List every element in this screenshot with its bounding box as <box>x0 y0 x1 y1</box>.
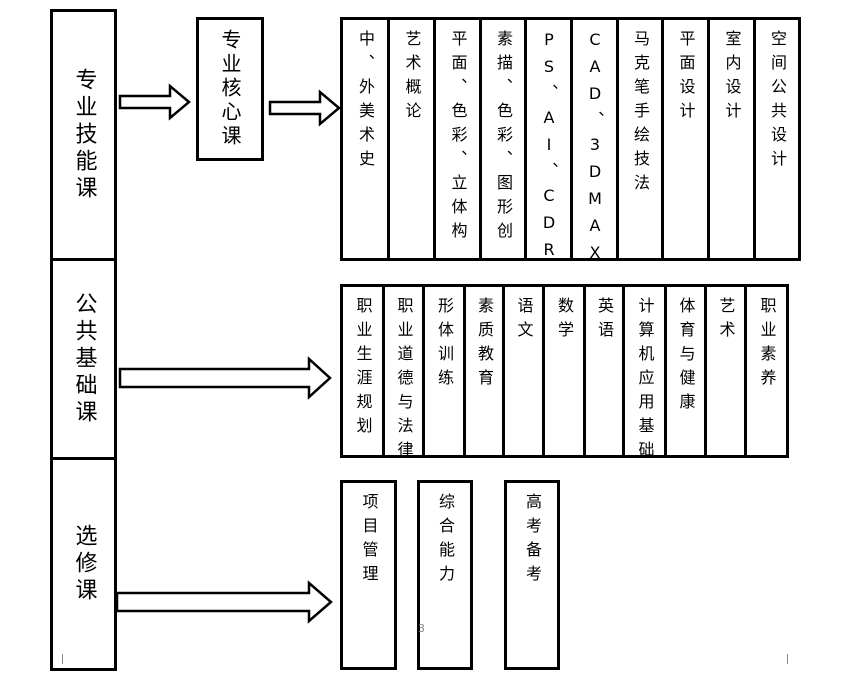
course-cell: 平面设计 <box>661 17 710 261</box>
core-courses-row: 中、外美术史 艺术概论 平面、色彩、立体构 素描、色彩、图形创 PS、AI、CDR软件 C… <box>340 17 801 261</box>
course-label: PS、AI、CDR软件 <box>539 30 559 261</box>
course-cell: 职业素养 <box>744 284 789 458</box>
course-cell: 数学 <box>542 284 586 458</box>
course-cell: 空间公共设计 <box>753 17 801 261</box>
core-course-label: 专业核心课 <box>218 29 242 149</box>
course-label: 室内设计 <box>722 30 742 126</box>
course-label: 英语 <box>595 297 614 345</box>
category-professional-skills: 专业技能课 <box>50 9 117 261</box>
page-number: 3 <box>418 622 425 635</box>
elective-course-box: 高考备考 <box>504 480 560 670</box>
arrow-electives-to-courses <box>115 580 333 624</box>
course-cell: 体育与健康 <box>664 284 707 458</box>
course-label: 素描、色彩、图形创 <box>494 30 513 246</box>
elective-course-label: 综合能力 <box>436 493 455 589</box>
arrow-skills-to-core <box>118 83 191 121</box>
course-cell: 素描、色彩、图形创 <box>479 17 527 261</box>
course-cell: CAD、3DMAX <box>570 17 619 261</box>
elective-course-label: 高考备考 <box>523 493 542 589</box>
course-label: 语文 <box>514 297 534 345</box>
course-cell: 艺术概论 <box>387 17 436 261</box>
course-label: 艺术 <box>716 297 736 345</box>
category-label: 公共基础课 <box>71 291 97 427</box>
core-course-box: 专业核心课 <box>196 17 264 161</box>
course-cell: 素质教育 <box>463 284 505 458</box>
category-label: 专业技能课 <box>71 67 97 203</box>
corner-mark <box>62 654 63 664</box>
course-label: 职业道德与法律 <box>394 297 414 458</box>
course-label: 艺术概论 <box>402 30 422 126</box>
course-cell: 平面、色彩、立体构 <box>433 17 482 261</box>
course-cell: 形体训练 <box>422 284 466 458</box>
arrow-core-to-courses <box>268 89 341 127</box>
course-label: 形体训练 <box>435 297 454 393</box>
course-label: 素质教育 <box>475 297 494 393</box>
elective-course-box: 项目管理 <box>340 480 397 670</box>
course-cell: 计算机应用基础 <box>622 284 667 458</box>
corner-mark <box>787 654 788 664</box>
course-cell: 职业道德与法律 <box>382 284 425 458</box>
course-label: 计算机应用基础 <box>635 297 655 458</box>
category-electives: 选修课 <box>50 457 117 671</box>
course-cell: PS、AI、CDR软件 <box>524 17 573 261</box>
course-label: 职业生涯规划 <box>353 297 373 441</box>
course-cell: 艺术 <box>704 284 747 458</box>
course-label: 平面、色彩、立体构 <box>448 30 468 246</box>
category-label: 选修课 <box>71 523 97 605</box>
course-label: 空间公共设计 <box>768 30 787 174</box>
course-cell: 中、外美术史 <box>340 17 390 261</box>
elective-course-label: 项目管理 <box>359 493 379 589</box>
public-courses-row: 职业生涯规划 职业道德与法律 形体训练 素质教育 语文数学英语 计算机应用基础 体育与健康艺… <box>340 284 789 458</box>
arrow-public-to-courses <box>118 356 332 400</box>
course-cell: 语文 <box>502 284 545 458</box>
course-cell: 马克笔手绘技法 <box>616 17 664 261</box>
course-label: 体育与健康 <box>676 297 696 417</box>
course-label: 数学 <box>555 297 574 345</box>
course-cell: 职业生涯规划 <box>340 284 385 458</box>
course-cell: 英语 <box>583 284 625 458</box>
course-label: 中、外美术史 <box>356 30 375 174</box>
course-label: 职业素养 <box>757 297 777 393</box>
course-cell: 室内设计 <box>707 17 756 261</box>
elective-course-box: 综合能力 <box>417 480 473 670</box>
course-label: CAD、3DMAX <box>585 30 605 261</box>
course-label: 平面设计 <box>676 30 696 126</box>
course-label: 马克笔手绘技法 <box>631 30 650 198</box>
